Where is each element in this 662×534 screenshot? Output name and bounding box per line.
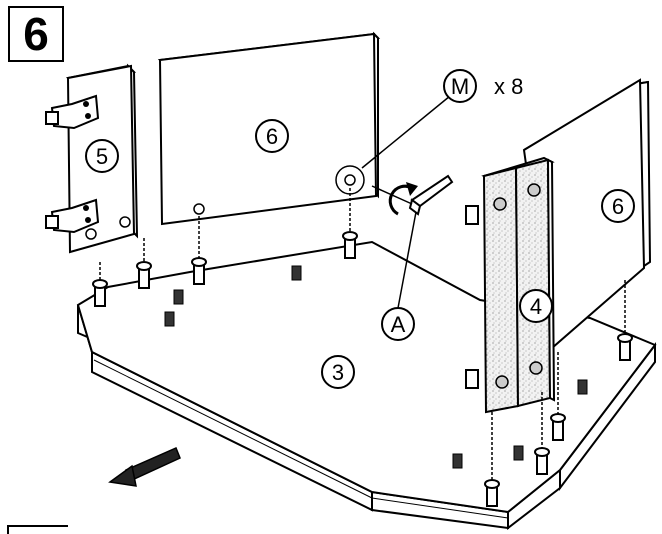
part-label-right-panel: 6 <box>601 189 635 223</box>
direction-arrow-icon <box>108 447 181 487</box>
divider-panel <box>465 156 556 414</box>
hinge-icon <box>45 198 100 234</box>
part-number: 5 <box>96 144 108 169</box>
cam-dowel-icon <box>534 392 550 475</box>
cam-dowel-icon <box>191 216 207 285</box>
tool-label: A <box>391 312 406 337</box>
cam-dowel-icon <box>136 238 152 289</box>
part-label-divider: 4 <box>519 289 553 323</box>
cam-dowel-icon <box>484 412 500 507</box>
part-number: 6 <box>266 124 278 149</box>
hardware-quantity: x 8 <box>494 74 523 99</box>
hardware-callout: M x 8 <box>443 69 523 103</box>
step-number-box: 6 <box>8 6 64 62</box>
tool-callout: A <box>381 307 415 341</box>
cam-dowel-icon <box>92 262 108 307</box>
part-label-back-panel: 6 <box>255 119 289 153</box>
part-label-left-panel: 5 <box>85 139 119 173</box>
part-number: 3 <box>332 360 344 385</box>
cam-dowel-icon <box>550 352 566 441</box>
wood-dowel <box>164 265 588 469</box>
next-step-box <box>7 525 68 534</box>
allen-key-icon <box>371 174 454 216</box>
step-number: 6 <box>23 8 49 60</box>
part-label-base: 3 <box>321 355 355 389</box>
cam-dowel-icon <box>342 188 358 259</box>
cam-dowel-icon <box>617 280 633 361</box>
rotation-arrow-icon <box>388 182 418 216</box>
part-number: 6 <box>612 194 624 219</box>
part-number: 4 <box>530 294 542 319</box>
hinge-icon <box>45 94 100 130</box>
callout-leader-m <box>361 95 451 169</box>
callout-leader-a <box>397 211 417 309</box>
hardware-callout-label: M <box>451 74 469 99</box>
